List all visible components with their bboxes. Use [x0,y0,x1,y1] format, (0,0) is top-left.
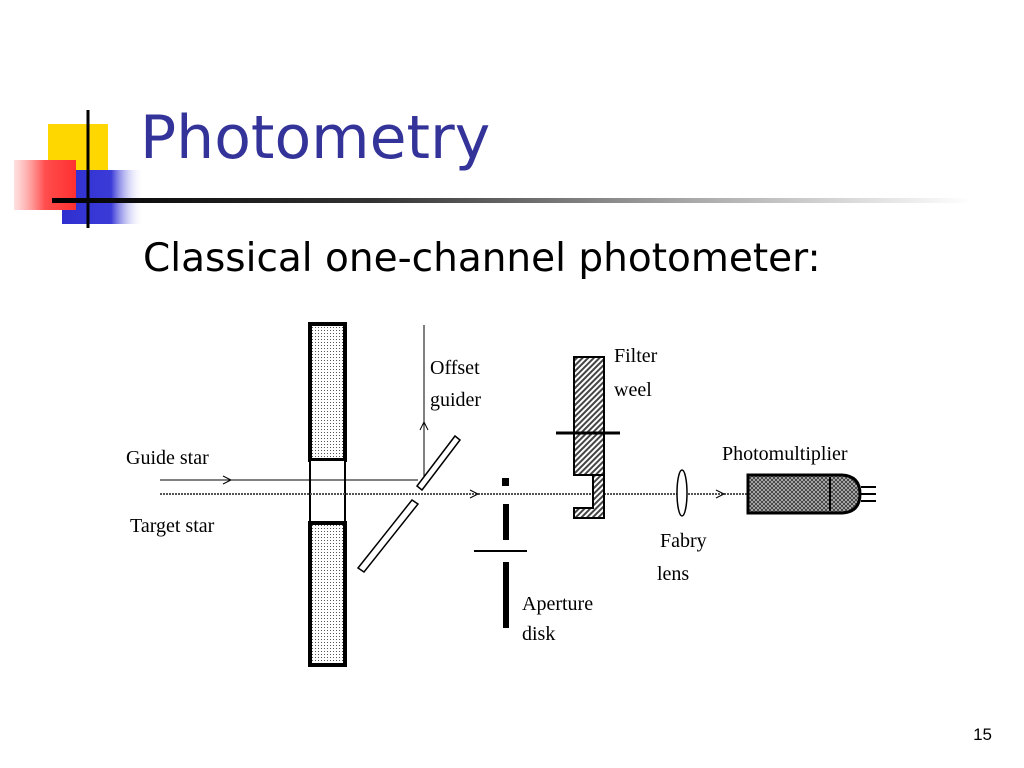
label-aperture-1: Aperture [522,593,593,615]
label-aperture-2: disk [522,623,555,645]
slide-logo-decoration [14,110,144,228]
slide-subtitle: Classical one-channel photometer: [143,236,821,281]
offset-guider-arrow [419,420,429,431]
slide-title: Photometry [140,103,491,173]
label-offset-guider-2: guider [430,389,481,411]
label-photomultiplier: Photomultiplier [722,443,848,465]
title-rule [52,198,972,203]
photomultiplier [746,473,876,515]
label-fabry-1: Fabry [660,530,707,552]
label-filter-1: Filter [614,345,658,367]
target-beam-arrow-1 [469,489,480,499]
filter-wheel [556,356,620,519]
label-fabry-2: lens [657,563,689,585]
lower-mirror [356,498,420,574]
label-target-star: Target star [130,515,215,537]
fabry-lens [676,469,688,517]
guider-mirror [415,434,462,492]
guide-star-arrow [222,475,233,485]
page-number: 15 [973,725,992,744]
label-guide-star: Guide star [126,447,209,469]
label-offset-guider-1: Offset [430,357,480,379]
aperture-disk [474,478,527,628]
focal-plane-plate [308,322,347,667]
target-beam-arrow-2 [715,489,726,499]
label-filter-2: weel [614,379,652,401]
